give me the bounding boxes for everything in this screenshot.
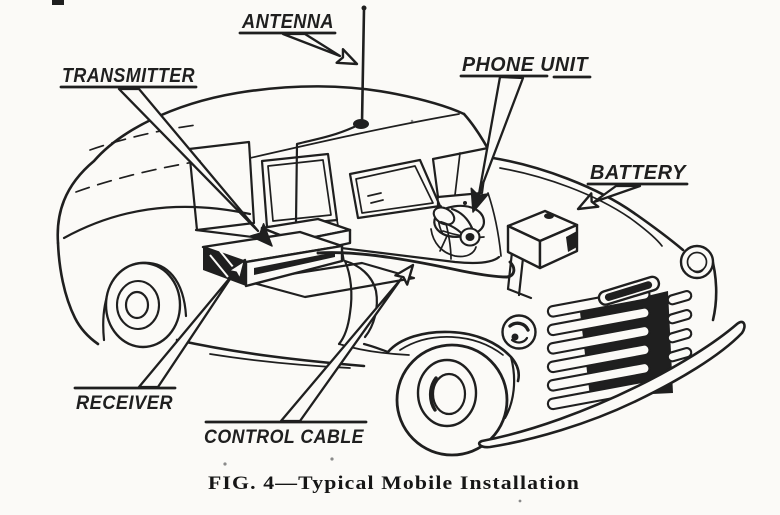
part-labels: ANTENNA TRANSMITTER PHONE UNIT BATTERY R… (62, 11, 687, 448)
grille-side-bar (666, 309, 693, 325)
parking-light-arc (510, 336, 529, 344)
grille-bar (546, 362, 651, 392)
steering-wheel-rim (433, 204, 485, 238)
windshield-divider (454, 152, 461, 196)
rear-left-edge (56, 241, 100, 346)
grille-bar (546, 343, 651, 374)
front-hub-center (431, 372, 467, 416)
receiver-label: RECEIVER (76, 393, 173, 414)
label-underlines (59, 31, 689, 424)
drip-rail-line (249, 113, 460, 159)
paper-speck (518, 499, 522, 503)
rear-door-window (187, 140, 256, 232)
handset-mouthpiece-center (465, 233, 475, 241)
control-cable-label: CONTROL CABLE (204, 427, 365, 448)
hood-outline (491, 156, 685, 252)
battery-leader (592, 184, 642, 204)
rear-hub-center (124, 290, 150, 320)
antenna-leader (281, 32, 342, 58)
glass-reflection-ticks (367, 192, 384, 204)
front-end (546, 244, 715, 411)
phone-unit-underline (459, 74, 592, 79)
seat-back (337, 259, 378, 346)
phone-unit-label: PHONE UNIT (462, 54, 589, 76)
antenna-mount (353, 119, 369, 129)
transmitter-arrowhead (249, 223, 273, 247)
control-cable-line (316, 251, 516, 279)
front-fender-arc (386, 330, 521, 383)
battery-bracket (506, 250, 533, 300)
front-bumper (477, 320, 746, 449)
phone-unit-leader (477, 75, 525, 196)
front-fender-inner-line (399, 336, 504, 356)
trim-slot-fill (604, 281, 653, 301)
page-artifact-mark (52, 0, 64, 5)
fender-to-rocker (362, 342, 390, 354)
front-valance (503, 355, 516, 420)
center-window-inner-frame (267, 159, 332, 222)
grille-side-bar (666, 290, 693, 306)
grille-bar (546, 325, 651, 355)
hood-inner-line (499, 167, 663, 247)
paper-speck (330, 457, 334, 461)
antenna-tip (361, 5, 367, 11)
phone-unit-arrowhead (470, 187, 490, 213)
front-fender-wheel (362, 314, 537, 457)
handset-cradle (430, 228, 477, 258)
grille-bar (546, 306, 651, 337)
receiver-front-slot (254, 252, 335, 275)
grille-side-bars (666, 290, 693, 363)
battery-assembly (506, 209, 579, 300)
receiver-arrowhead (226, 258, 247, 281)
trunk-accent-dash (75, 160, 201, 193)
hubcap-shadow-arc (428, 376, 438, 412)
grille-bars (546, 288, 651, 411)
radio-equipment (201, 217, 416, 299)
battery-arrowhead (576, 192, 600, 211)
leader-lines (117, 32, 642, 423)
antenna-mast (360, 7, 366, 125)
rear-shoulder-line (62, 205, 252, 240)
battery-right-face (538, 223, 579, 270)
antenna-arrowhead (335, 47, 359, 66)
transmitter-leader (117, 87, 260, 233)
antenna-lead-wire (294, 125, 356, 224)
parking-light-swirl (508, 321, 530, 332)
trunk-accent-dash (89, 124, 197, 151)
receiver-hatched-end (203, 247, 246, 286)
rear-wheel (104, 261, 182, 349)
headlight-shadow (690, 266, 705, 274)
hood-trim-slot (597, 275, 661, 306)
front-door-window-inner-frame (355, 165, 434, 214)
windshield (431, 146, 490, 199)
grille-side-bar (666, 347, 693, 363)
paper-speck (223, 462, 227, 466)
antenna-label: ANTENNA (241, 11, 334, 33)
steering-and-phone (430, 201, 485, 258)
rear-hubcap (115, 279, 161, 331)
battery-shadow-accent (566, 231, 577, 252)
parking-light-dot (511, 333, 519, 341)
paper-speck (410, 119, 414, 123)
transmitter-label: TRANSMITTER (62, 65, 195, 87)
headlight (679, 244, 715, 280)
mounting-board (244, 261, 416, 299)
ink-fleck (463, 201, 467, 205)
antenna-assembly (294, 5, 369, 224)
front-hubcap (416, 358, 478, 428)
front-door-window (348, 158, 442, 220)
grille-side-bar (666, 328, 693, 344)
roof-outline (56, 85, 466, 245)
battery-terminal (544, 213, 554, 219)
rocker-line (175, 338, 366, 368)
control-cable-arrowhead (394, 263, 415, 286)
battery-label: BATTERY (590, 162, 687, 184)
figure-caption: FIG. 4—Typical Mobile Installation (208, 473, 580, 494)
